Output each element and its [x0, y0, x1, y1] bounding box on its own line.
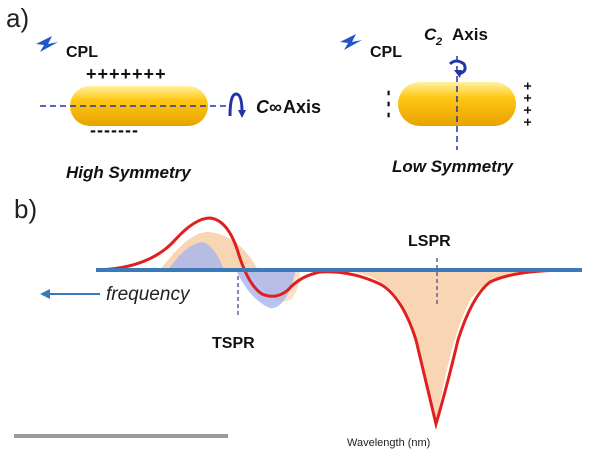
right-cpl-label: CPL	[370, 44, 402, 61]
right-left-charges: - - -	[380, 90, 400, 118]
lightning-icon	[340, 34, 362, 50]
x-axis-label: Wavelength (nm)	[347, 437, 430, 449]
lspr-label: LSPR	[408, 233, 451, 250]
c2-subscript: 2	[435, 36, 442, 48]
c-infinity-symbol: C∞	[256, 97, 282, 117]
tspr-blue-fill-upper	[168, 242, 224, 270]
left-nanorod	[70, 86, 208, 126]
cd-spectrum-curve	[97, 216, 571, 430]
c2-axis-word: Axis	[452, 25, 488, 44]
frequency-arrow-icon	[40, 289, 50, 299]
left-cpl-label: CPL	[66, 44, 98, 61]
rotation-arrow-icon	[228, 92, 244, 117]
panel-a-label: a)	[6, 3, 29, 33]
rotation-arrowhead-icon	[238, 110, 246, 118]
bottom-scale-bar	[14, 434, 228, 438]
left-top-charges: +++++++	[86, 64, 167, 84]
lspr-fill	[336, 270, 540, 425]
c2-arrowhead-icon	[454, 70, 462, 78]
tspr-label: TSPR	[212, 335, 255, 352]
panel-b-label: b)	[14, 194, 37, 224]
right-nanorod	[398, 82, 516, 126]
frequency-label: frequency	[106, 284, 191, 305]
c2-rotation-arrow-icon	[448, 59, 467, 76]
right-right-charges: + + + +	[520, 82, 536, 126]
c-infinity-axis-word: Axis	[283, 97, 321, 117]
left-bottom-charges: -------	[90, 120, 139, 140]
lightning-icon	[36, 36, 58, 52]
low-symmetry-caption: Low Symmetry	[392, 157, 514, 176]
high-symmetry-caption: High Symmetry	[66, 163, 192, 182]
c2-symbol: C	[424, 25, 437, 44]
